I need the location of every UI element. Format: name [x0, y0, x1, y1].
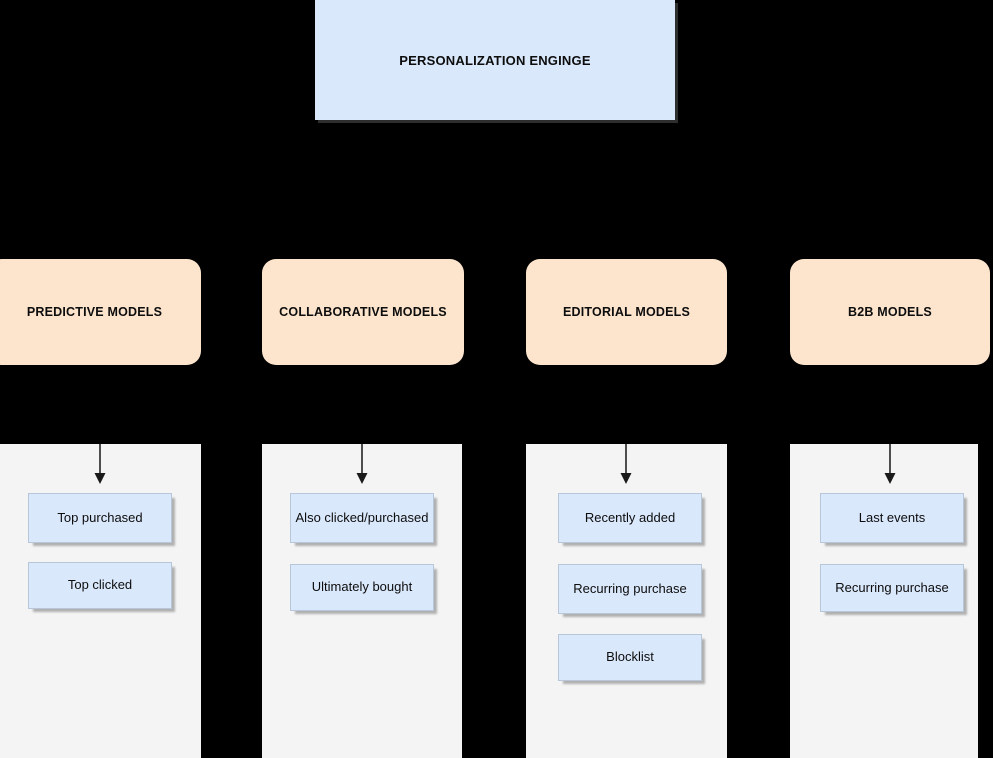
- model-label-collaborative: COLLABORATIVE MODELS: [279, 305, 447, 319]
- item-box-top-clicked[interactable]: Top clicked: [28, 562, 172, 609]
- item-box-recurring-purchase-b2b[interactable]: Recurring purchase: [820, 564, 964, 612]
- item-label-also-clicked-purchased: Also clicked/purchased: [295, 509, 429, 525]
- item-label-top-clicked: Top clicked: [67, 577, 133, 593]
- model-label-editorial: EDITORIAL MODELS: [562, 305, 691, 319]
- item-label-ultimately-bought: Ultimately bought: [311, 579, 413, 595]
- item-box-last-events[interactable]: Last events: [820, 493, 964, 543]
- item-label-top-purchased: Top purchased: [57, 509, 143, 525]
- arrow-down-predictive: [90, 444, 110, 486]
- arrow-down-b2b: [880, 444, 900, 486]
- item-label-recurring-purchase-b2b: Recurring purchase: [835, 579, 949, 595]
- item-box-top-purchased[interactable]: Top purchased: [28, 493, 172, 543]
- item-box-blocklist[interactable]: Blocklist: [558, 634, 702, 681]
- model-box-predictive[interactable]: PREDICTIVE MODELS: [0, 259, 201, 365]
- arrow-down-editorial: [616, 444, 636, 486]
- personalization-engine-label: PERSONALIZATION ENGINGE: [399, 52, 591, 68]
- model-box-editorial[interactable]: EDITORIAL MODELS: [526, 259, 727, 365]
- model-label-b2b: B2B MODELS: [848, 305, 932, 319]
- model-box-collaborative[interactable]: COLLABORATIVE MODELS: [262, 259, 464, 365]
- item-label-last-events: Last events: [858, 509, 926, 525]
- item-box-recently-added[interactable]: Recently added: [558, 493, 702, 543]
- item-label-recently-added: Recently added: [584, 509, 676, 525]
- item-box-also-clicked-purchased[interactable]: Also clicked/purchased: [290, 493, 434, 543]
- arrow-down-collaborative: [352, 444, 372, 486]
- item-label-blocklist: Blocklist: [606, 649, 654, 665]
- model-label-predictive: PREDICTIVE MODELS: [26, 305, 163, 319]
- item-box-ultimately-bought[interactable]: Ultimately bought: [290, 564, 434, 611]
- personalization-engine-box[interactable]: PERSONALIZATION ENGINGE: [315, 0, 675, 120]
- item-box-recurring-purchase-editorial[interactable]: Recurring purchase: [558, 564, 702, 614]
- model-box-b2b[interactable]: B2B MODELS: [790, 259, 990, 365]
- item-label-recurring-purchase-editorial: Recurring purchase: [573, 580, 687, 596]
